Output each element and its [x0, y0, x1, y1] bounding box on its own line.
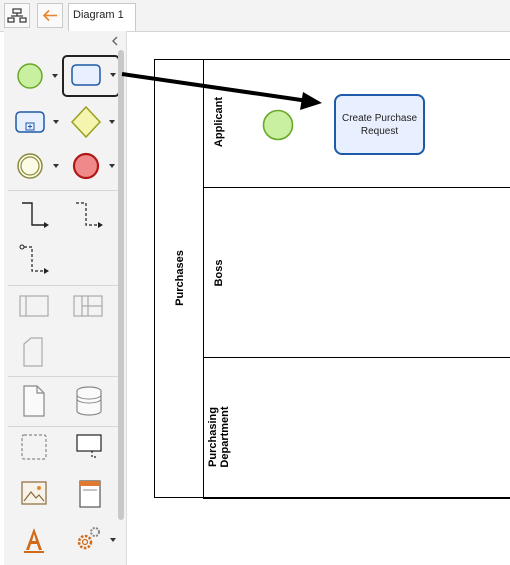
- tab-label: Diagram 1: [73, 9, 124, 21]
- task-create-purchase-request[interactable]: Create Purchase Request: [334, 94, 425, 155]
- lane-grid-icon[interactable]: [72, 293, 106, 321]
- gear-icon: [77, 527, 100, 550]
- chevron-left-icon[interactable]: [110, 35, 120, 47]
- subprocess-icon: [15, 111, 45, 133]
- pool-header-divider: [203, 59, 204, 498]
- shape-palette: [4, 31, 127, 565]
- annotation-icon[interactable]: [74, 431, 108, 465]
- end-event-icon: [72, 152, 100, 180]
- chevron-down-icon[interactable]: [53, 164, 59, 168]
- lane-divider: [203, 187, 510, 188]
- pool-icon[interactable]: [18, 293, 52, 321]
- sitemap-icon: [7, 8, 27, 23]
- association-icon[interactable]: [18, 241, 52, 277]
- intermediate-event-tool[interactable]: [14, 149, 60, 183]
- intermediate-event-icon: [17, 153, 43, 179]
- gateway-tool[interactable]: [68, 103, 118, 141]
- data-store-icon[interactable]: [74, 383, 106, 419]
- task-label-line1: Create Purchase: [341, 112, 418, 124]
- chevron-down-icon[interactable]: [110, 538, 116, 542]
- task-label-line2: Request: [360, 125, 399, 137]
- chevron-down-icon[interactable]: [110, 73, 116, 77]
- arrow-left-icon: [42, 9, 57, 22]
- palette-divider: [8, 285, 120, 286]
- chevron-down-icon[interactable]: [53, 120, 59, 124]
- tree-view-button[interactable]: [4, 3, 30, 28]
- chevron-down-icon[interactable]: [109, 164, 115, 168]
- pool-bottom-border: [203, 498, 510, 499]
- tab-bar: Diagram 1: [0, 0, 510, 32]
- subprocess-tool[interactable]: [14, 105, 60, 139]
- start-event-icon: [17, 63, 43, 89]
- pool-purchases[interactable]: [154, 59, 510, 498]
- lane-boss-label: Boss: [213, 259, 225, 287]
- sequence-flow-icon[interactable]: [18, 197, 52, 233]
- back-button[interactable]: [37, 3, 63, 28]
- chevron-down-icon[interactable]: [52, 74, 58, 78]
- data-object-icon[interactable]: [20, 335, 50, 369]
- palette-divider: [8, 190, 120, 191]
- end-event-tool[interactable]: [70, 149, 116, 183]
- lane-applicant-label: Applicant: [213, 96, 225, 148]
- pool-title: Purchases: [174, 250, 186, 306]
- start-event-tool[interactable]: [14, 59, 58, 93]
- tab-diagram-1[interactable]: Diagram 1: [68, 3, 136, 31]
- document-icon[interactable]: [20, 383, 50, 419]
- task-icon: [71, 64, 101, 86]
- message-flow-icon[interactable]: [72, 197, 106, 233]
- chevron-down-icon[interactable]: [109, 120, 115, 124]
- frame-icon[interactable]: [74, 477, 108, 511]
- text-icon[interactable]: [18, 523, 52, 557]
- palette-scrollbar[interactable]: [118, 50, 124, 520]
- start-event[interactable]: [261, 108, 295, 142]
- group-icon[interactable]: [18, 431, 52, 465]
- lane-divider: [203, 357, 510, 358]
- palette-divider: [8, 426, 120, 427]
- settings-tool[interactable]: [72, 523, 118, 557]
- image-icon[interactable]: [18, 477, 52, 511]
- palette-divider: [8, 376, 120, 377]
- gateway-icon: [70, 105, 102, 139]
- task-tool[interactable]: [62, 55, 120, 97]
